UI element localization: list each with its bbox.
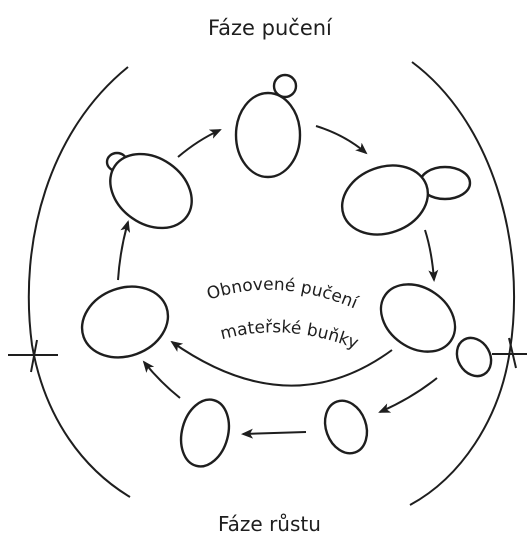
phase-boundary-left-marker	[8, 340, 58, 372]
cell-daughter-bottom-right	[318, 395, 374, 459]
cell-top-small-bud	[236, 75, 300, 177]
arrow-bottom-right-to-bottom	[243, 432, 306, 434]
arrow-right-to-bottom-right	[380, 378, 437, 412]
arrow-left-to-upper-left	[118, 222, 128, 280]
arrow-renewed-budding	[172, 342, 392, 386]
inner-label-line-2: mateřské buňky	[218, 317, 361, 353]
cell-right-separating-daughter	[368, 270, 498, 382]
outer-arc-left	[29, 67, 130, 497]
arrow-upper-left-to-top	[178, 130, 220, 157]
arrow-bottom-to-left	[144, 362, 180, 398]
inner-label-line-1: Obnovené pučení	[204, 275, 361, 314]
outer-arc-right	[410, 62, 514, 505]
budding-phase-label: Fáze pučení	[208, 16, 332, 40]
arrow-upper-right-to-right	[425, 230, 434, 280]
cell-grown-left	[72, 275, 178, 369]
cell-growing-bottom	[174, 394, 236, 472]
growth-phase-label: Fáze růstu	[218, 512, 321, 536]
cell-upper-right-large-bud	[332, 154, 470, 246]
cell-upper-left-new-bud	[96, 139, 206, 244]
arrow-top-to-upper-right	[316, 126, 366, 153]
phase-boundary-right-marker	[492, 338, 527, 368]
